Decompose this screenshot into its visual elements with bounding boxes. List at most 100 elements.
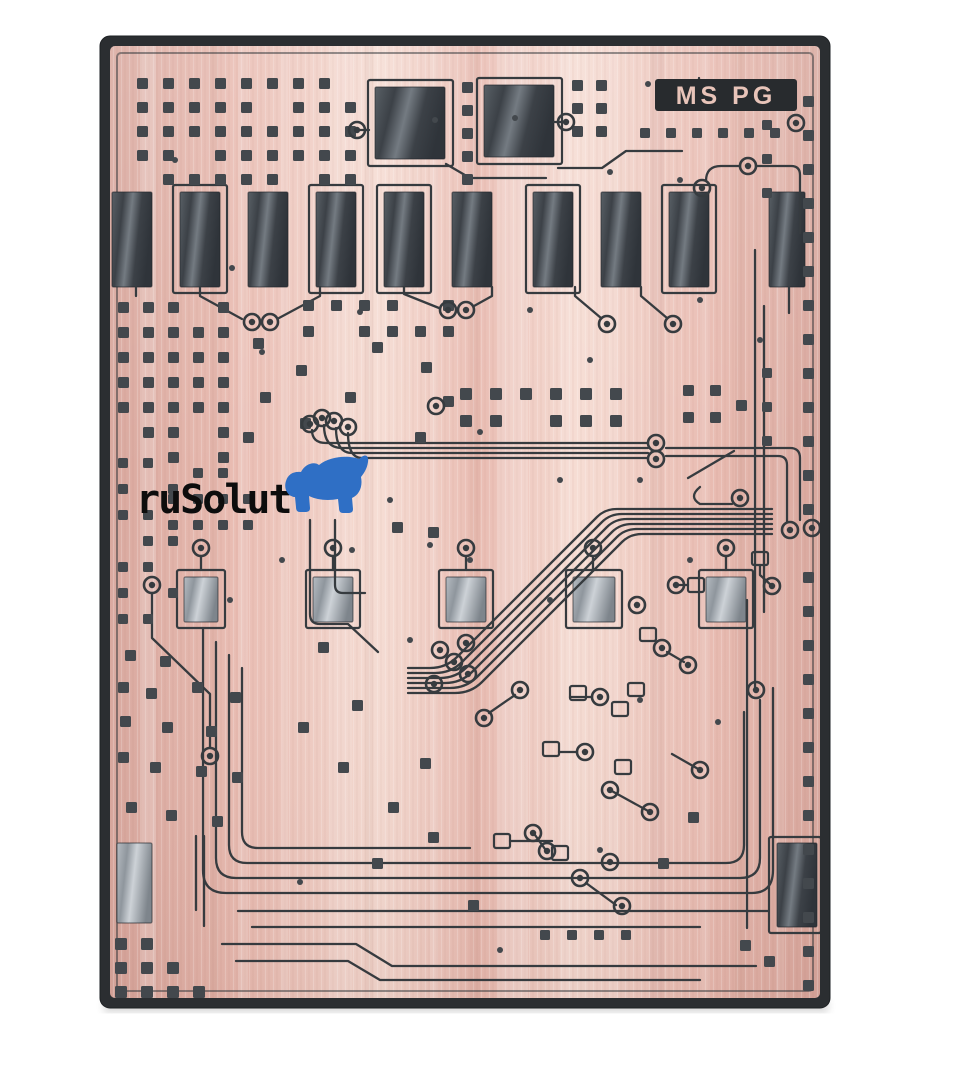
via-dot [645, 81, 651, 87]
test-pad [168, 327, 179, 338]
via-dot [172, 157, 178, 163]
test-pad [415, 432, 426, 443]
via-dot [477, 429, 483, 435]
test-pad [215, 150, 226, 161]
via-hole [606, 786, 614, 794]
copper-trace [406, 532, 774, 695]
test-pad [462, 82, 473, 93]
via [612, 896, 632, 916]
via-dot [387, 497, 393, 503]
via-hole [652, 439, 660, 447]
via-hole [596, 693, 604, 701]
via-hole [480, 714, 488, 722]
test-pad [146, 688, 157, 699]
test-pad [243, 432, 254, 443]
via-hole [330, 417, 338, 425]
copper-streak [470, 46, 480, 998]
via-hole [306, 420, 314, 428]
test-pad [319, 126, 330, 137]
via-dot [637, 477, 643, 483]
test-pad [764, 956, 775, 967]
test-pad [141, 962, 153, 974]
via [523, 823, 543, 843]
test-pad [372, 342, 383, 353]
test-pad [168, 588, 178, 598]
via [590, 687, 610, 707]
test-pad [212, 816, 223, 827]
via [458, 664, 478, 684]
test-pad [218, 520, 228, 530]
via-hole [786, 526, 794, 534]
test-pad [230, 692, 241, 703]
copper-streak [776, 46, 784, 998]
etch-outline [524, 183, 582, 295]
test-pad [293, 150, 304, 161]
etch-outline [568, 684, 588, 702]
test-pad [621, 930, 631, 940]
test-pad [118, 327, 129, 338]
test-pad [293, 78, 304, 89]
test-pad [736, 400, 747, 411]
test-pad [803, 640, 814, 651]
solder-pad [116, 842, 153, 924]
test-pad [141, 986, 153, 998]
test-pad [215, 102, 226, 113]
test-pad [118, 752, 129, 763]
via [200, 746, 220, 766]
test-pad [762, 436, 772, 446]
test-pad [359, 300, 370, 311]
solder-pad [776, 842, 818, 928]
via-hole [464, 670, 472, 678]
via [347, 120, 367, 140]
copper-trace [308, 518, 380, 654]
test-pad [319, 174, 330, 185]
via-hole [353, 126, 361, 134]
test-pad [168, 427, 179, 438]
copper-streak [560, 46, 572, 998]
test-pad [550, 415, 562, 427]
test-pad [189, 174, 200, 185]
via-hole [462, 306, 470, 314]
test-pad [218, 352, 229, 363]
via [780, 520, 800, 540]
via-hole [696, 766, 704, 774]
test-pad [241, 78, 252, 89]
test-pad [143, 327, 154, 338]
test-pad [115, 986, 127, 998]
via-hole [562, 118, 570, 126]
etch-outline [475, 76, 564, 166]
test-pad [443, 396, 454, 407]
test-pad [803, 232, 814, 243]
test-pad [193, 520, 203, 530]
test-pad [540, 930, 550, 940]
test-pad [137, 78, 148, 89]
via [191, 538, 211, 558]
test-pad [572, 103, 583, 114]
via [600, 852, 620, 872]
test-pad [345, 126, 356, 137]
copper-trace [406, 517, 774, 680]
test-pad [803, 266, 814, 277]
etch-outline [638, 626, 658, 643]
via [666, 575, 686, 595]
via [640, 802, 660, 822]
test-pad [193, 494, 203, 504]
via [786, 113, 806, 133]
test-pad [118, 682, 129, 693]
test-pad [163, 174, 174, 185]
solder-pad [179, 191, 221, 288]
via [424, 674, 444, 694]
via [323, 538, 343, 558]
test-pad [580, 388, 592, 400]
test-pad [803, 368, 814, 379]
test-pad [387, 300, 398, 311]
via [312, 408, 332, 428]
copper-streak [330, 46, 352, 998]
via-dot [357, 309, 363, 315]
board-inner-outline [116, 52, 814, 992]
test-pad [206, 726, 217, 737]
via-hole [576, 874, 584, 882]
via-dot [279, 557, 285, 563]
test-pad [168, 536, 178, 546]
via-hole [436, 646, 444, 654]
